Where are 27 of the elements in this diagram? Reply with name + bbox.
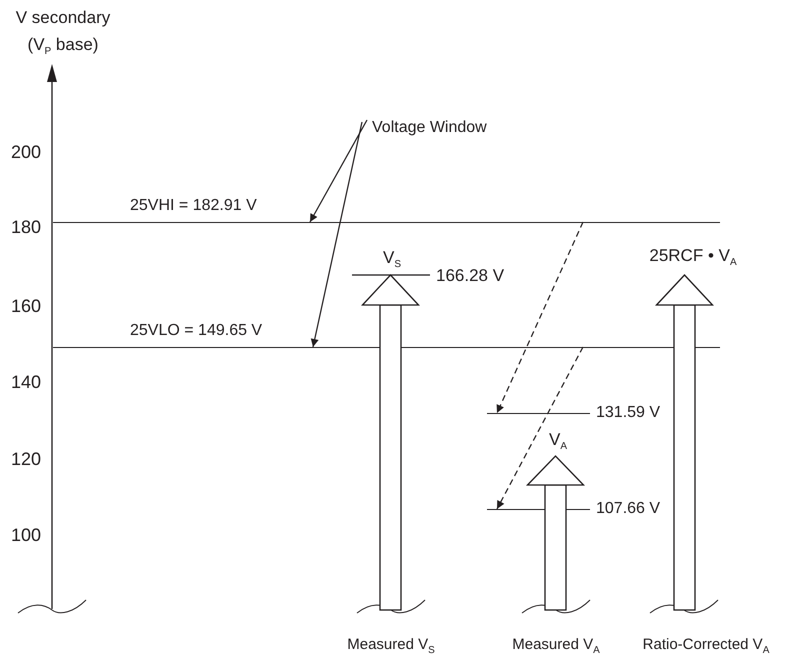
tick-label: 180 (10, 217, 42, 237)
tick-label: 140 (10, 372, 42, 392)
value-label: 107.66 V (596, 499, 660, 519)
tick-label: 160 (10, 296, 42, 316)
level-line (487, 413, 590, 414)
level-line (53, 222, 720, 223)
value-label: 166.28 V (436, 266, 504, 286)
column-label: Ratio-Corrected V$_{A}$ (642, 635, 770, 655)
arrow-label: 25RCF • V$_{A}$ (649, 246, 737, 266)
arrow (309, 120, 368, 222)
arrow-label: V$_{A}$ (549, 430, 567, 450)
annotation-text: Voltage Window (372, 117, 512, 139)
tick-label: 100 (10, 525, 42, 545)
column-label: Measured V$_{A}$ (512, 635, 600, 655)
arrow (496, 346, 584, 510)
level-line (487, 509, 590, 510)
arrow-label: V$_{S}$ (383, 248, 401, 268)
value-label: 25VLO = 149.65 V (130, 321, 262, 341)
arrow (310, 122, 363, 348)
value-label: 25VHI = 182.91 V (130, 196, 257, 216)
column-label: Measured V$_{S}$ (347, 635, 435, 655)
level-line (53, 347, 720, 348)
arrow (496, 222, 584, 414)
axis-title: V secondary (V$_{P}$ base) (14, 7, 112, 58)
tick-label: 120 (10, 449, 42, 469)
tick-label: 200 (10, 142, 42, 162)
value-label: 131.59 V (596, 403, 660, 423)
